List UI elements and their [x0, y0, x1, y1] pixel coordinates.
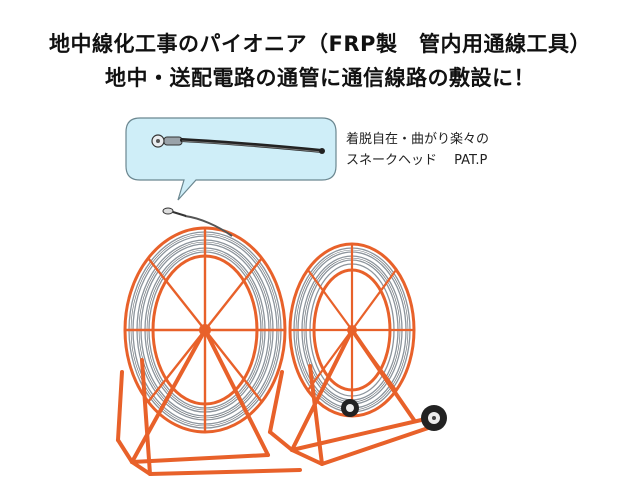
large-reel [116, 207, 302, 476]
snake-head-callout-bubble [125, 117, 337, 201]
callout-caption-line-2: スネークヘッド PAT.P [346, 153, 488, 168]
callout-caption-line-1: 着脱自在・曲がり楽々の [346, 132, 490, 147]
headline-line-1: 地中線化工事のパイオニア（FRP製 管内用通線工具） [49, 32, 591, 56]
wheel-icon [421, 405, 447, 431]
wheel-icon [341, 399, 359, 417]
headline-line-2: 地中・送配電路の通管に通信線路の敷設に！ [105, 66, 535, 90]
snake-head-icon [151, 134, 325, 154]
small-reel [268, 242, 447, 466]
